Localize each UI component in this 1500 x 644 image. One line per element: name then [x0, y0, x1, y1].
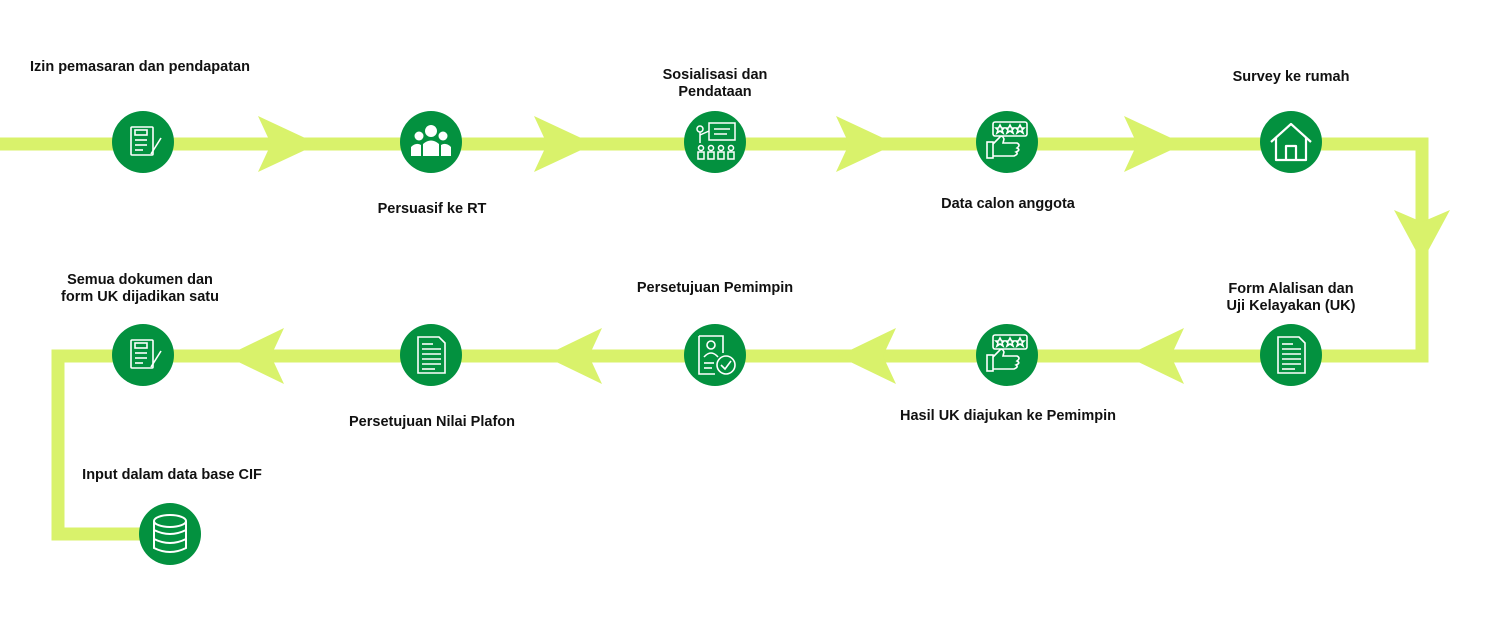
step-node-5: [1260, 111, 1322, 173]
document-icon: [417, 336, 446, 374]
step-node-9: [400, 324, 462, 386]
step-1-label: Izin pemasaran dan pendapatan: [30, 59, 250, 75]
step-node-3: [684, 111, 746, 173]
step-node-8: [684, 324, 746, 386]
step-node-1: [112, 111, 174, 173]
arrow-left-2: [838, 328, 896, 384]
arrow-right-4: [1124, 116, 1184, 172]
arrow-down: [1394, 210, 1450, 262]
step-node-2: [400, 111, 462, 173]
arrow-right-2: [534, 116, 594, 172]
rating-thumbs-up-icon: [986, 121, 1028, 159]
step-node-4: [976, 111, 1038, 173]
group-people-icon: [411, 125, 451, 156]
step-node-6: [1260, 324, 1322, 386]
step-11-label: Input dalam data base CIF: [82, 467, 262, 483]
arrow-right-1: [258, 116, 318, 172]
step-node-7: [976, 324, 1038, 386]
test-form-icon: [130, 339, 162, 369]
approved-profile-icon: [698, 335, 736, 375]
arrow-left-4: [226, 328, 284, 384]
step-7-label: Hasil UK diajukan ke Pemimpin: [900, 408, 1116, 424]
step-node-10: [112, 324, 174, 386]
step-9-label: Persetujuan Nilai Plafon: [349, 414, 515, 430]
rating-thumbs-up-icon: [986, 334, 1028, 372]
step-2-label: Persuasif ke RT: [377, 201, 487, 217]
step-node-11: [139, 503, 201, 565]
document-icon: [1277, 336, 1306, 374]
arrow-right-3: [836, 116, 896, 172]
presentation-icon: [696, 122, 736, 160]
arrow-left-3: [544, 328, 602, 384]
step-8-label: Persetujuan Pemimpin: [636, 280, 794, 296]
arrow-left-1: [1126, 328, 1184, 384]
step-5-label: Survey ke rumah: [1232, 69, 1350, 85]
house-icon: [1270, 122, 1312, 162]
step-4-label: Data calon anggota: [941, 196, 1075, 212]
test-form-icon: [130, 126, 162, 156]
database-icon: [153, 514, 187, 553]
